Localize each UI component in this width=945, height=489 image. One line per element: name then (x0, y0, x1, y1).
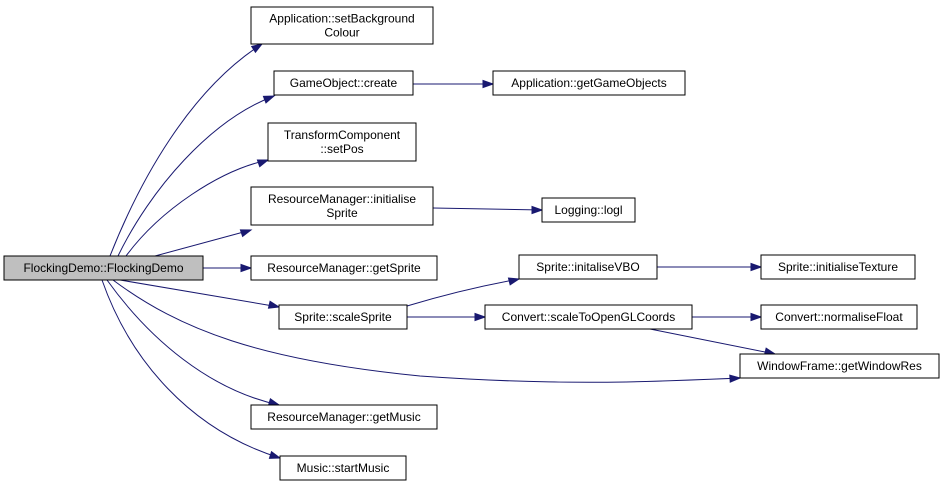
call-edge (117, 95, 276, 257)
call-edge (109, 43, 264, 257)
node-label: Application::setBackground (269, 12, 414, 26)
nodes-layer: FlockingDemo::FlockingDemo Application::s… (3, 6, 940, 481)
node-box (760, 254, 916, 280)
node-getgo[interactable]: Application::getGameObjects (492, 70, 686, 96)
edge-line (101, 279, 281, 459)
node-getsprite[interactable]: ResourceManager::getSprite (250, 255, 438, 281)
call-edge (154, 229, 253, 257)
node-logl[interactable]: Logging::logl (541, 197, 636, 223)
call-edge (101, 279, 282, 459)
call-edge (106, 279, 281, 407)
arrowhead-icon (507, 277, 521, 286)
call-edge (657, 262, 763, 272)
call-edge (112, 279, 742, 383)
node-startmusic[interactable]: Music::startMusic (279, 455, 407, 481)
call-edge (649, 328, 777, 356)
node-label: Music::startMusic (297, 461, 390, 475)
arrowhead-icon (750, 312, 763, 322)
node-label: ::setPos (320, 142, 363, 156)
node-box (267, 122, 417, 162)
node-scale[interactable]: Sprite::scaleSprite (278, 304, 408, 330)
node-label: ResourceManager::getSprite (267, 261, 421, 275)
edge-line (125, 159, 269, 257)
edge-line (112, 279, 741, 383)
node-label: Sprite (326, 206, 358, 220)
node-box (484, 304, 693, 330)
node-label: ResourceManager::initialise (268, 192, 416, 206)
edge-line (432, 207, 543, 211)
node-label: Logging::logl (554, 203, 622, 217)
arrowhead-icon (729, 374, 742, 383)
edge-line (106, 279, 280, 406)
arrowhead-icon (482, 79, 495, 89)
node-label: Colour (324, 26, 359, 40)
arrowhead-icon (531, 205, 544, 215)
node-box (250, 255, 438, 281)
node-box (250, 6, 434, 45)
node-box (492, 70, 686, 96)
node-box (3, 255, 204, 281)
node-box (760, 304, 918, 330)
node-label: WindowFrame::getWindowRes (757, 359, 922, 373)
edges-layer (101, 43, 777, 459)
node-label: Convert::normaliseFloat (775, 310, 903, 324)
node-label: Sprite::initialiseTexture (778, 260, 898, 274)
node-box (541, 197, 636, 223)
node-label: Convert::scaleToOpenGLCoords (502, 310, 675, 324)
node-winres[interactable]: WindowFrame::getWindowRes (739, 353, 940, 379)
node-box (279, 455, 407, 481)
arrowhead-icon (267, 300, 281, 309)
call-edge (692, 312, 763, 322)
node-initvbo[interactable]: Sprite::initaliseVBO (518, 254, 658, 280)
node-box (250, 404, 438, 430)
arrowhead-icon (256, 159, 270, 168)
node-getmusic[interactable]: ResourceManager::getMusic (250, 404, 438, 430)
node-box (250, 186, 434, 226)
call-edge (406, 277, 521, 307)
call-edge (407, 312, 487, 322)
node-label: FlockingDemo::FlockingDemo (23, 261, 183, 275)
edge-line (649, 328, 776, 355)
node-label: Sprite::initaliseVBO (536, 260, 639, 274)
node-root[interactable]: FlockingDemo::FlockingDemo (3, 255, 204, 281)
arrowhead-icon (268, 450, 282, 459)
node-box (739, 353, 940, 379)
call-edge (201, 263, 253, 273)
node-label: GameObject::create (290, 76, 398, 90)
call-edge (125, 159, 270, 257)
arrowhead-icon (750, 262, 763, 272)
node-inittex[interactable]: Sprite::initialiseTexture (760, 254, 916, 280)
node-normf[interactable]: Convert::normaliseFloat (760, 304, 918, 330)
call-edge (413, 79, 495, 89)
edge-line (119, 279, 280, 308)
edge-line (117, 95, 275, 257)
edge-line (109, 43, 263, 257)
edge-line (154, 229, 252, 257)
node-box (273, 70, 414, 96)
node-toogl[interactable]: Convert::scaleToOpenGLCoords (484, 304, 693, 330)
node-create[interactable]: GameObject::create (273, 70, 414, 96)
node-label: TransformComponent (284, 128, 401, 142)
node-box (518, 254, 658, 280)
node-label: Sprite::scaleSprite (294, 310, 392, 324)
arrowhead-icon (239, 229, 253, 238)
arrowhead-icon (240, 263, 253, 273)
arrowhead-icon (262, 95, 276, 104)
edge-line (406, 278, 520, 307)
arrowhead-icon (250, 43, 264, 54)
node-box (278, 304, 408, 330)
node-label: ResourceManager::getMusic (267, 410, 420, 424)
node-setpos[interactable]: TransformComponent::setPos (267, 122, 417, 162)
call-edge (119, 279, 281, 309)
call-edge (432, 205, 544, 215)
node-label: Application::getGameObjects (511, 76, 666, 90)
arrowhead-icon (474, 312, 487, 322)
